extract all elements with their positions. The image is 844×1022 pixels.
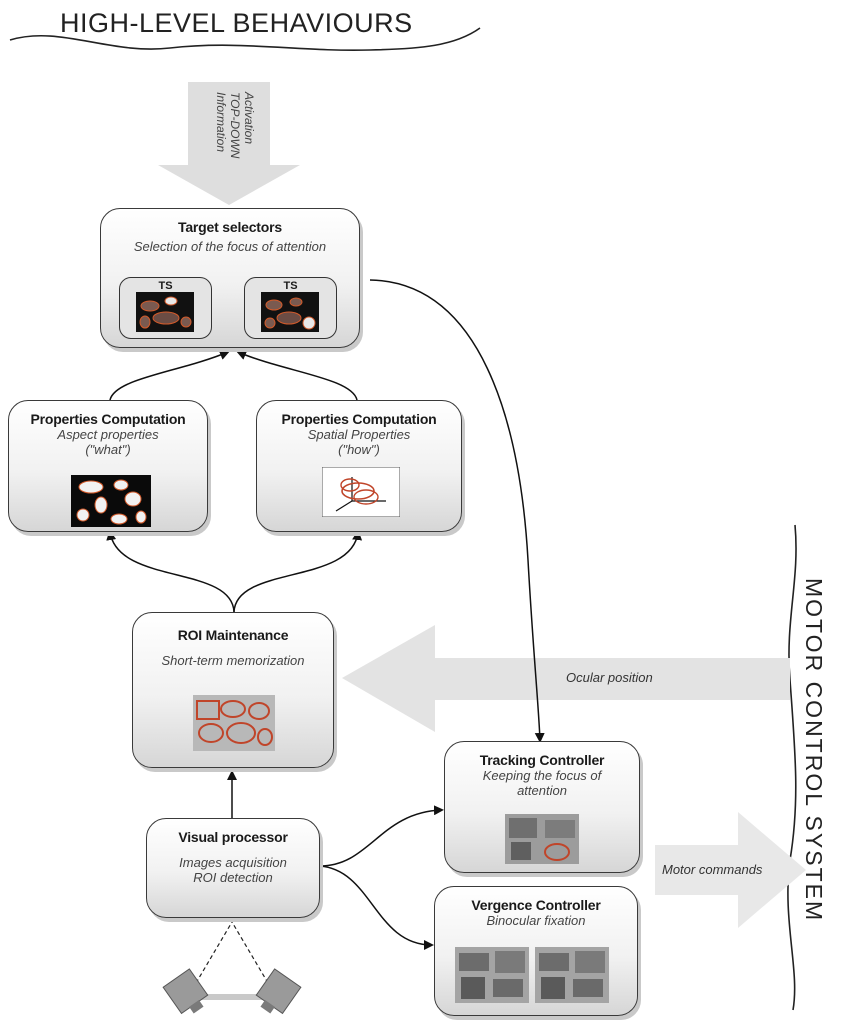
ts-right-blob-image [261, 292, 319, 332]
left-camera-icon [162, 968, 209, 1015]
arrow-visual-to-tracking [319, 805, 444, 867]
visual-processor-title: Visual processor [178, 829, 288, 845]
tracking-controller-line2: attention [517, 783, 567, 798]
ts-panel-left: TS [119, 277, 212, 339]
target-selectors-subtitle: Selection of the focus of attention [133, 239, 327, 254]
properties-spatial-line1: Spatial Properties [307, 427, 411, 442]
properties-spatial-title: Properties Computation [281, 411, 437, 427]
spatial-3d-image [322, 467, 400, 517]
vergence-controller-box: Vergence Controller Binocular fixation [434, 886, 638, 1016]
properties-aspect-line1: Aspect properties [57, 427, 159, 442]
properties-aspect-box: Properties Computation Aspect properties… [8, 400, 208, 532]
properties-aspect-line2: ("what") [85, 442, 131, 457]
activation-line-3: Information [214, 92, 228, 153]
vergence-right-scene-image [535, 947, 609, 1003]
tracking-controller-line1: Keeping the focus of [482, 768, 602, 783]
tracking-controller-title: Tracking Controller [479, 752, 605, 768]
vergence-controller-subtitle: Binocular fixation [486, 913, 586, 928]
roi-maintenance-subtitle: Short-term memorization [161, 653, 305, 668]
arrow-ts-to-tracking [369, 279, 545, 743]
ts-panel-right: TS [244, 277, 337, 339]
activation-arrow [158, 82, 300, 205]
high-level-behaviours-heading: HIGH-LEVEL BEHAVIOURS [60, 8, 413, 38]
top-boundary-wave [9, 27, 481, 52]
visual-processor-line1: Images acquisition [179, 855, 287, 870]
ocular-position-arrow [342, 625, 790, 732]
target-selectors-box: Target selectors Selection of the focus … [100, 208, 360, 348]
arrow-visual-to-vergence [319, 865, 434, 950]
properties-spatial-line2: ("how") [338, 442, 380, 457]
vergence-left-scene-image [455, 947, 529, 1003]
arrow-aspect-to-ts [109, 350, 230, 401]
tracking-scene-image [505, 814, 579, 864]
visual-processor-line2: ROI detection [193, 870, 273, 885]
right-boundary-wave [787, 524, 797, 1011]
visual-processor-box: Visual processor Images acquisition ROI … [146, 818, 320, 918]
activation-label: Activation TOP-DOWN Information [203, 92, 259, 172]
activation-line-2: TOP-DOWN [228, 92, 242, 159]
target-selectors-title: Target selectors [178, 219, 282, 235]
motor-control-system-heading: MOTOR CONTROL SYSTEM [801, 578, 827, 923]
vergence-controller-title: Vergence Controller [471, 897, 601, 913]
arrow-roi-to-aspect [106, 530, 235, 613]
ocular-position-label: Ocular position [566, 670, 653, 685]
arrow-roi-to-spatial [233, 530, 363, 613]
roi-maintenance-box: ROI Maintenance Short-term memorization [132, 612, 334, 768]
stereo-camera-rig [162, 921, 302, 1015]
motor-commands-arrow [655, 812, 806, 928]
ts-left-blob-image [136, 292, 194, 332]
aspect-blob-image [71, 475, 151, 527]
right-camera-icon [255, 968, 302, 1015]
ts-panel-right-label: TS [283, 280, 298, 292]
ts-panel-left-label: TS [158, 280, 173, 292]
motor-commands-label: Motor commands [662, 862, 763, 877]
properties-aspect-title: Properties Computation [30, 411, 186, 427]
arrow-spatial-to-ts [236, 350, 358, 401]
roi-scene-image [193, 695, 275, 751]
tracking-controller-box: Tracking Controller Keeping the focus of… [444, 741, 640, 873]
roi-maintenance-title: ROI Maintenance [177, 627, 289, 643]
activation-line-1: Activation [242, 92, 256, 145]
properties-spatial-box: Properties Computation Spatial Propertie… [256, 400, 462, 532]
